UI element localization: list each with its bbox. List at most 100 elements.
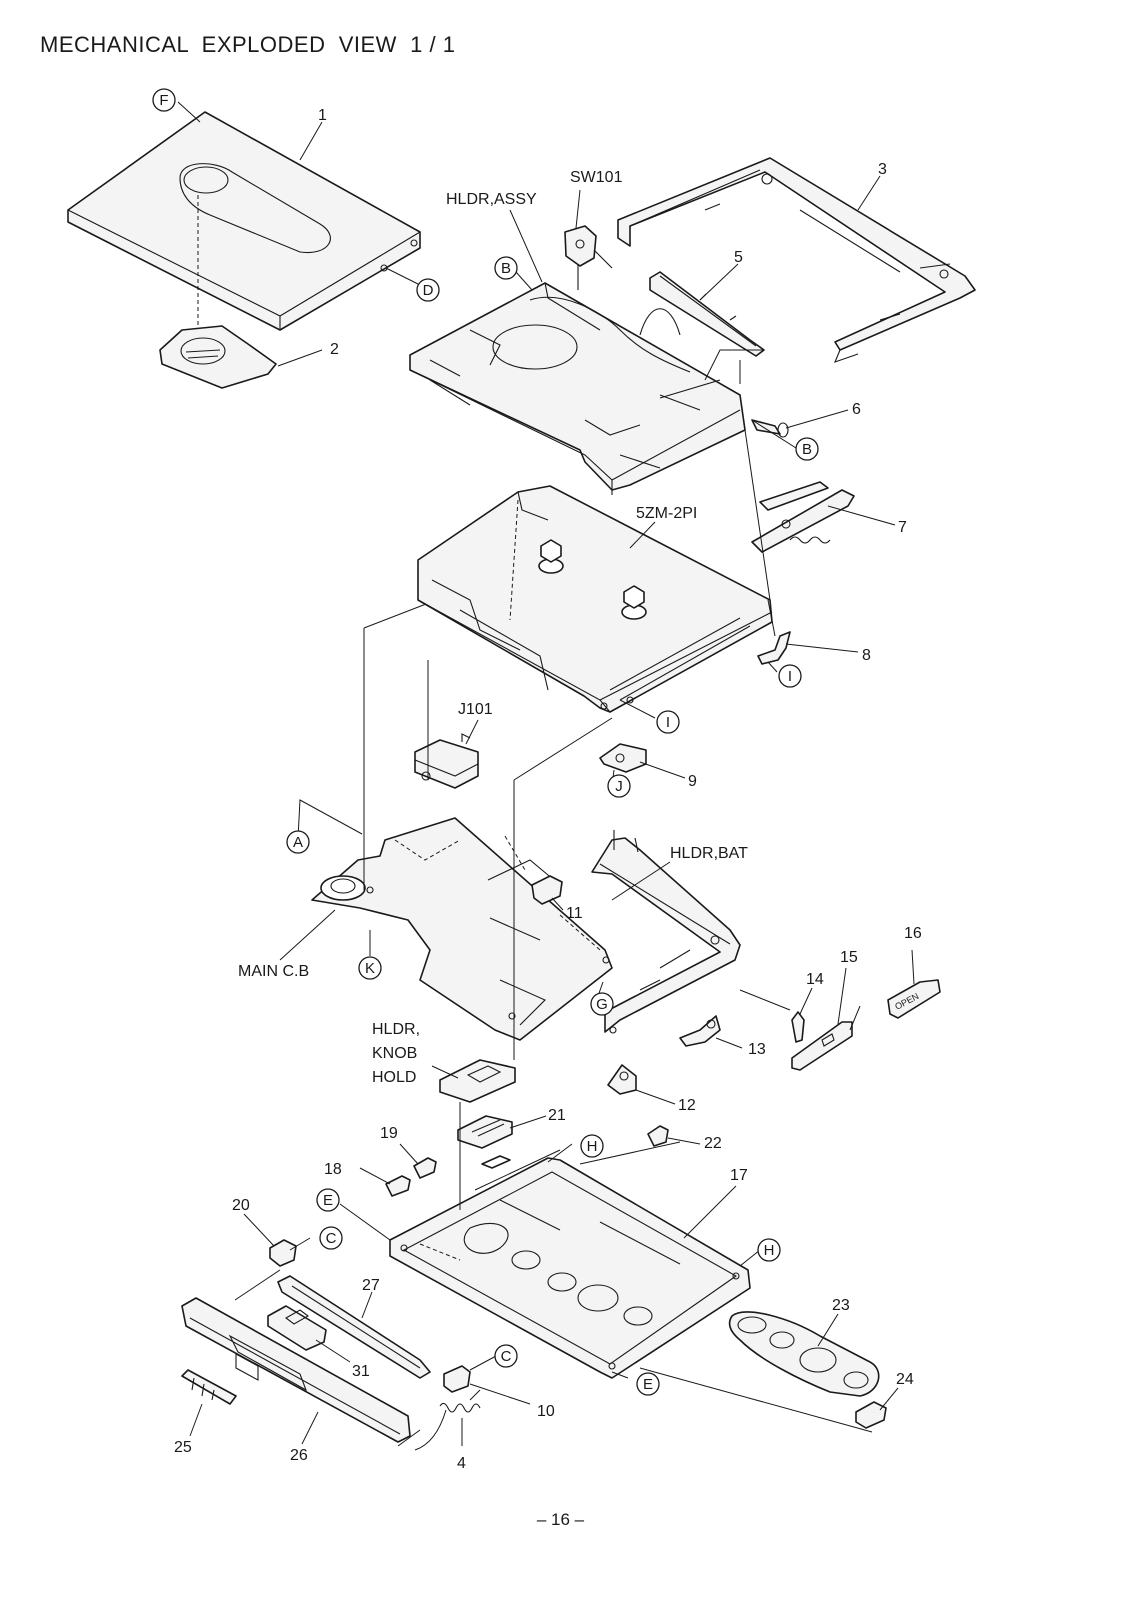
part-number-6: 6 (852, 401, 861, 418)
ref-marker-i-right-text: I (788, 668, 792, 685)
ref-marker-b-right-text: B (802, 441, 812, 458)
part-7-lever (751, 481, 855, 553)
page-number: – 16 – (536, 1510, 585, 1529)
ref-marker-h-top-text: H (587, 1138, 598, 1155)
ref-marker-b-top: B (494, 256, 518, 280)
part-number-7: 7 (898, 519, 907, 536)
part-number-26: 26 (290, 1447, 308, 1464)
ref-marker-e-bottom: E (636, 1372, 660, 1396)
ref-marker-f-text: F (159, 92, 168, 109)
ref-marker-h-top: H (580, 1134, 604, 1158)
ref-marker-e-top-text: E (323, 1192, 333, 1209)
part-number-12: 12 (678, 1097, 696, 1114)
page-title: MECHANICAL EXPLODED VIEW 1 / 1 (40, 32, 456, 57)
ref-marker-d: D (416, 278, 440, 302)
part-27-rail (277, 1275, 431, 1379)
part-number-8: 8 (862, 647, 871, 664)
part-31-plate (267, 1305, 327, 1351)
reference-markers: F D B B I I J A (152, 88, 819, 1396)
ref-marker-f: F (152, 88, 176, 112)
part-3-frame (617, 157, 976, 363)
main-circuit-board (311, 817, 613, 1041)
mechanism-5zm-2pi (417, 485, 773, 713)
part-number-9: 9 (688, 773, 697, 790)
part-2-bracket (159, 325, 277, 389)
part-10-clip (443, 1365, 471, 1393)
ref-marker-i-center: I (656, 710, 680, 734)
part-1-lid (67, 111, 421, 342)
knob-hold-label-line-2: KNOB (372, 1045, 417, 1062)
part-number-17: 17 (730, 1167, 748, 1184)
j101-jack (414, 733, 479, 789)
leader-lines (177, 101, 915, 1451)
ref-marker-c-top-text: C (326, 1230, 337, 1247)
ref-marker-c-bottom: C (494, 1344, 518, 1368)
part-number-13: 13 (748, 1041, 766, 1058)
ref-marker-i-center-text: I (666, 714, 670, 731)
part-11-bracket (531, 875, 563, 905)
part-21-knob (457, 1115, 513, 1169)
part-24-clip (855, 1401, 887, 1429)
part-number-11: 11 (566, 905, 583, 922)
part-9-bracket (599, 743, 647, 773)
ref-marker-k: K (358, 956, 382, 980)
hldr-knob-hold (439, 1059, 516, 1103)
ref-marker-c-bottom-text: C (501, 1348, 512, 1365)
hldr-assy-label: HLDR,ASSY (446, 191, 537, 208)
sw101-switch (564, 225, 613, 290)
ref-marker-k-text: K (365, 960, 375, 977)
part-6-screw (751, 419, 789, 438)
ref-marker-a: A (286, 830, 310, 854)
part-17-bottom-case (389, 1157, 751, 1379)
part-number-18: 18 (324, 1161, 342, 1178)
part-number-16: 16 (904, 925, 922, 942)
part-number-15: 15 (840, 949, 858, 966)
part-number-10: 10 (537, 1403, 555, 1420)
ref-marker-c-top: C (319, 1226, 343, 1250)
mechanism-label: 5ZM-2PI (636, 505, 697, 522)
part-12-contact (607, 1064, 637, 1095)
part-number-2: 2 (330, 341, 339, 358)
part-number-24: 24 (896, 1371, 914, 1388)
ref-marker-h-right: H (757, 1238, 781, 1262)
part-number-3: 3 (878, 161, 887, 178)
hldr-assy (409, 282, 746, 495)
part-15-slider (791, 1021, 853, 1071)
ref-marker-g-text: G (596, 996, 608, 1013)
ref-marker-i-right: I (778, 664, 802, 688)
part-19-clip (413, 1157, 437, 1179)
part-14-pin (791, 1011, 805, 1043)
part-number-14: 14 (806, 971, 824, 988)
ref-marker-e-top: E (316, 1188, 340, 1212)
ref-marker-a-text: A (293, 834, 303, 851)
part-26-front-panel (181, 1297, 411, 1443)
ref-marker-h-right-text: H (764, 1242, 775, 1259)
part-20-bracket (269, 1239, 297, 1267)
ref-marker-j-text: J (615, 778, 623, 795)
ref-marker-d-text: D (423, 282, 434, 299)
main-cb-label: MAIN C.B (238, 963, 309, 980)
part-13-contact (679, 1015, 721, 1047)
ref-marker-e-bottom-text: E (643, 1376, 653, 1393)
part-number-22: 22 (704, 1135, 722, 1152)
part-8-clip (757, 631, 791, 665)
knob-hold-label-line-3: HOLD (372, 1069, 416, 1086)
part-number-5: 5 (734, 249, 743, 266)
part-number-27: 27 (362, 1277, 380, 1294)
part-4-spring (439, 1402, 481, 1413)
part-number-23: 23 (832, 1297, 850, 1314)
sw101-label: SW101 (570, 169, 623, 186)
part-22-clip (647, 1125, 669, 1147)
part-number-4: 4 (457, 1455, 466, 1472)
ref-marker-j: J (607, 774, 631, 798)
part-16-open-knob: OPEN (887, 979, 941, 1019)
ref-marker-b-right: B (795, 437, 819, 461)
ref-marker-g: G (590, 992, 614, 1016)
part-23-rubber-sheet (728, 1311, 880, 1397)
part-25-button (181, 1369, 237, 1405)
ref-marker-b-top-text: B (501, 260, 511, 277)
part-18-clip (385, 1175, 411, 1197)
part-number-20: 20 (232, 1197, 250, 1214)
part-5-slider (649, 271, 765, 357)
part-number-labels: 1 2 3 4 5 6 7 8 9 10 11 12 13 14 15 16 1… (174, 107, 922, 1472)
